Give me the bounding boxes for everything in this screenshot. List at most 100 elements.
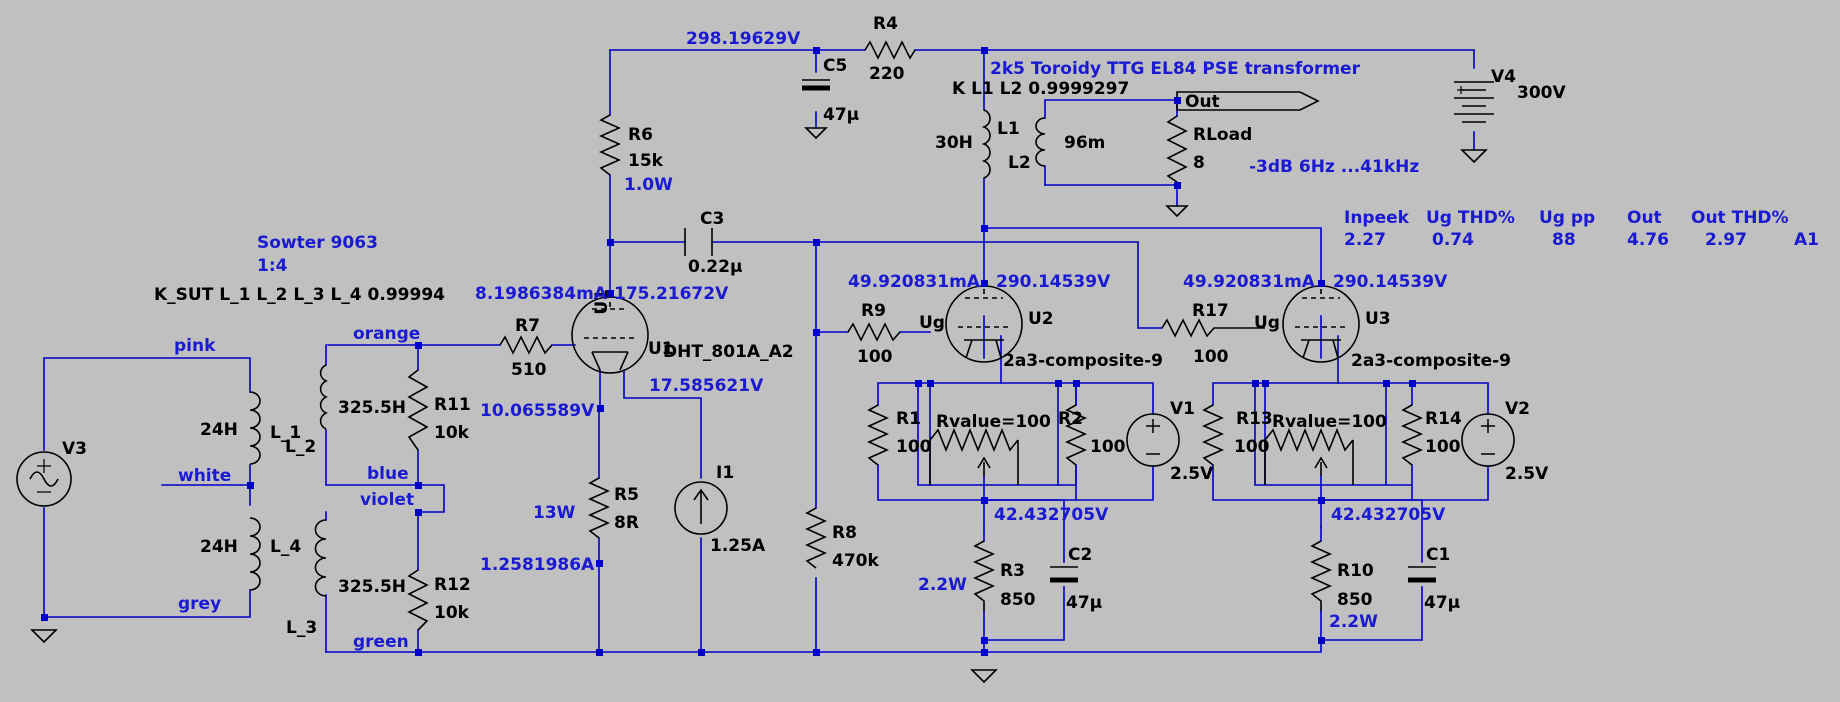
c5-value: 47µ [823, 105, 859, 125]
c3-symbol [684, 228, 713, 256]
c1-name: C1 [1426, 545, 1450, 565]
v3-symbol [16, 451, 72, 507]
r1-symbol [867, 404, 889, 466]
wires [43, 49, 1489, 653]
r6-value: 15k [628, 151, 664, 171]
r3-value: 850 [1000, 590, 1036, 610]
v4-symbol [1454, 81, 1494, 123]
r17-value: 100 [1193, 347, 1229, 367]
pot-u2-label: Rvalue=100 [936, 412, 1051, 432]
coil-l1-value: 24H [200, 420, 238, 440]
r6-symbol [599, 114, 621, 176]
r13-symbol [1202, 404, 1224, 466]
coil-l1-name: L_1 [270, 423, 301, 443]
input-transformer-coupling: K_SUT L_1 L_2 L_3 L_4 0.99994 [154, 285, 445, 305]
r3-symbol [973, 540, 995, 611]
r8-value: 470k [832, 551, 879, 571]
r5-symbol [588, 477, 610, 539]
u3-anode-voltage: 290.14539V [1333, 272, 1448, 292]
l2-value: 96m [1064, 133, 1105, 153]
labels: 298.19629V R4 220 C5 47µ R6 15k 1.0W C3 … [62, 14, 1819, 652]
u3-current: 49.920831mA [1183, 272, 1316, 292]
r10-power: 2.2W [1329, 612, 1378, 632]
output-transformer-coupling: K L1 L2 0.9999297 [952, 79, 1129, 99]
l1-coil [981, 109, 991, 179]
r12-value: 10k [434, 603, 470, 623]
wire-grey: grey [178, 594, 221, 614]
i1-symbol [674, 481, 728, 535]
r14-name: R14 [1425, 409, 1462, 429]
r3-power: 2.2W [918, 575, 967, 595]
r14-symbol [1401, 404, 1423, 466]
v1-name: V1 [1170, 399, 1195, 419]
component-symbols [16, 40, 1515, 684]
u3-cathode-voltage: 42.432705V [1331, 505, 1446, 525]
meas-value-ug-thd: 0.74 [1432, 230, 1474, 250]
rload-ground [1165, 205, 1189, 218]
r13-value: 100 [1234, 437, 1270, 457]
u2-anode-voltage: 290.14539V [996, 272, 1111, 292]
r11-name: R11 [434, 395, 471, 415]
r13-name: R13 [1236, 409, 1273, 429]
r10-value: 850 [1337, 590, 1373, 610]
l2-coil [1035, 117, 1046, 167]
u3-grid-label: Ug [1254, 313, 1280, 333]
meas-value-ug-pp: 88 [1552, 230, 1576, 250]
meas-value-inpeek: 2.27 [1344, 230, 1386, 250]
u1-anode-voltage: 175.21672V [614, 284, 729, 304]
out-port-label: Out [1185, 92, 1220, 112]
v3-name: V3 [62, 439, 87, 459]
coil-l4-value: 24H [200, 537, 238, 557]
r7-value: 510 [511, 360, 547, 380]
c5-name: C5 [823, 56, 847, 76]
c5-ground [804, 127, 828, 140]
r4-symbol [864, 40, 916, 60]
r9-symbol [847, 322, 901, 342]
i1-value: 1.25A [710, 536, 766, 556]
r5-power: 13W [533, 503, 576, 523]
meas-tag: A1 [1794, 230, 1819, 250]
r14-value: 100 [1425, 437, 1461, 457]
rload-value: 8 [1193, 153, 1205, 173]
rload-symbol [1166, 115, 1188, 183]
r12-name: R12 [434, 575, 471, 595]
wire-violet: violet [360, 490, 414, 510]
pot-u3-label: Rvalue=100 [1272, 412, 1387, 432]
coil-l4-name: L_4 [270, 537, 301, 557]
junctions [41, 47, 1416, 656]
r9-name: R9 [861, 301, 886, 321]
coil-l2-name: L_2 [285, 437, 316, 457]
rload-name: RLoad [1193, 125, 1252, 145]
r3-name: R3 [1000, 561, 1025, 581]
l1-primary-coil [249, 391, 261, 465]
v4-name: V4 [1491, 67, 1516, 87]
meas-header-out-thd: Out THD% [1691, 208, 1789, 228]
u1-model: DHT_801A_A2 [663, 342, 794, 362]
r1-value: 100 [896, 437, 932, 457]
meas-header-ug-thd: Ug THD% [1426, 208, 1515, 228]
u3-name: U3 [1365, 309, 1391, 329]
output-transformer-title: 2k5 Toroidy TTG EL84 PSE transformer [990, 59, 1361, 79]
c3-name: C3 [700, 209, 724, 229]
supply-node-voltage: 298.19629V [686, 29, 801, 49]
r5-current: 1.2581986A [480, 555, 595, 575]
r6-name: R6 [628, 125, 653, 145]
coil-l2-value: 325.5H [338, 398, 406, 418]
r10-name: R10 [1337, 561, 1374, 581]
l2-name: L2 [1008, 153, 1031, 173]
l3-secondary-coil [314, 519, 327, 597]
c3-value: 0.22µ [688, 257, 742, 277]
r11-value: 10k [434, 423, 470, 443]
r10-symbol [1310, 540, 1332, 611]
meas-header-out: Out [1627, 208, 1662, 228]
r1-name: R1 [896, 409, 921, 429]
r11-symbol [407, 369, 429, 451]
v1-value: 2.5V [1170, 464, 1214, 484]
meas-value-out-thd: 2.97 [1705, 230, 1747, 250]
u2-cathode-voltage: 42.432705V [994, 505, 1109, 525]
r9-value: 100 [857, 347, 893, 367]
u1-cathode-voltage: 10.065589V [480, 401, 595, 421]
input-transformer-title: Sowter 9063 [257, 233, 378, 253]
l1-name: L1 [997, 119, 1020, 139]
